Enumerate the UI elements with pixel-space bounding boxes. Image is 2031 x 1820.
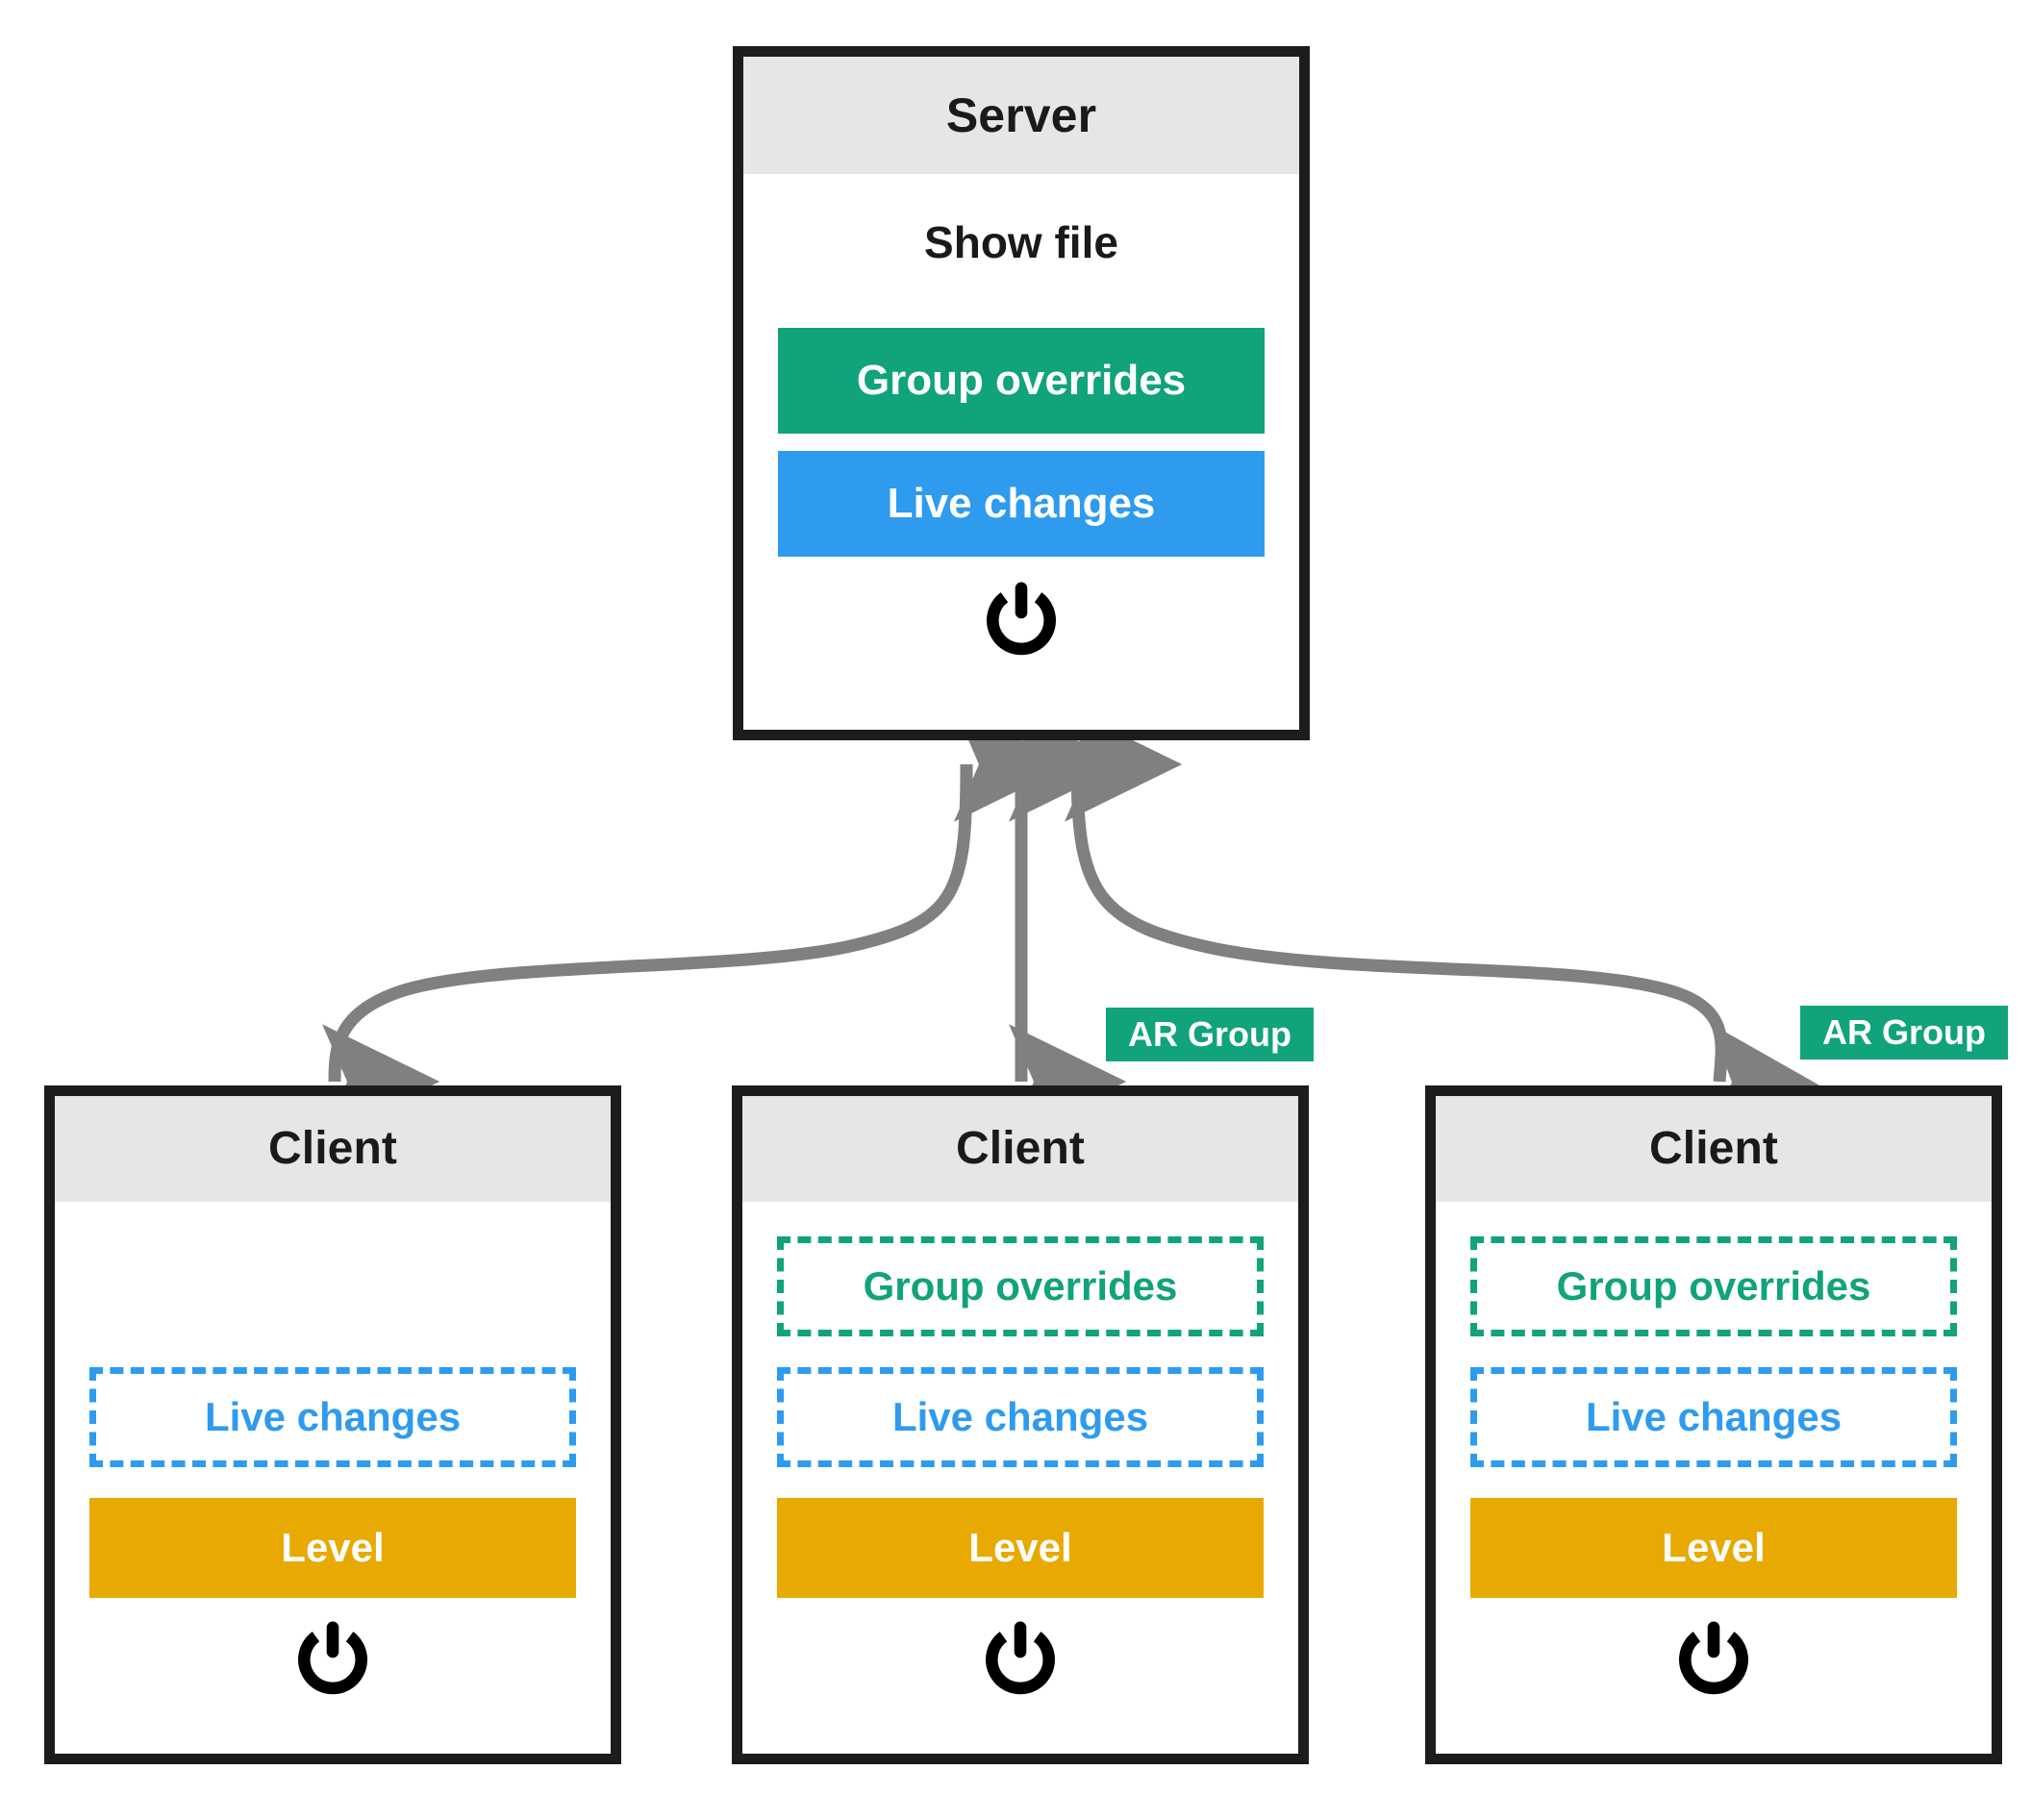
client-3-group-overrides-bar[interactable]: Group overrides bbox=[1470, 1236, 1957, 1336]
power-icon[interactable] bbox=[289, 1617, 376, 1704]
server-show-file-label: Show file bbox=[924, 217, 1118, 267]
client-1-live-changes-bar[interactable]: Live changes bbox=[89, 1367, 576, 1467]
client-node-1-title: Client bbox=[55, 1096, 611, 1202]
client-node-2-title: Client bbox=[742, 1096, 1298, 1202]
client-node-1-body: Live changes Level bbox=[55, 1202, 611, 1754]
client-3-level-bar[interactable]: Level bbox=[1470, 1498, 1957, 1598]
edge-server-client-1 bbox=[321, 707, 1072, 1139]
power-icon[interactable] bbox=[977, 1617, 1064, 1704]
client-2-level-bar[interactable]: Level bbox=[777, 1498, 1264, 1598]
server-node-body: Show file Group overrides Live changes bbox=[743, 174, 1299, 719]
client-2-live-changes-bar[interactable]: Live changes bbox=[777, 1367, 1264, 1467]
server-live-changes-bar[interactable]: Live changes bbox=[778, 451, 1265, 557]
client-node-2[interactable]: Client Group overrides Live changes Leve… bbox=[732, 1085, 1309, 1764]
client-node-3-body: Group overrides Live changes Level bbox=[1436, 1202, 1992, 1754]
power-icon[interactable] bbox=[978, 578, 1065, 664]
client-2-group-overrides-bar[interactable]: Group overrides bbox=[777, 1236, 1264, 1336]
power-icon[interactable] bbox=[1670, 1617, 1757, 1704]
client-node-3-title: Client bbox=[1436, 1096, 1992, 1202]
client-node-2-body: Group overrides Live changes Level bbox=[742, 1202, 1298, 1754]
client-node-1[interactable]: Client Live changes Level bbox=[44, 1085, 621, 1764]
client-3-live-changes-bar[interactable]: Live changes bbox=[1470, 1367, 1957, 1467]
server-node[interactable]: Server Show file Group overrides Live ch… bbox=[733, 46, 1310, 740]
client-node-3[interactable]: Client Group overrides Live changes Leve… bbox=[1425, 1085, 2002, 1764]
ar-group-badge-2: AR Group bbox=[1800, 1006, 2008, 1060]
ar-group-badge-1: AR Group bbox=[1106, 1008, 1314, 1061]
server-node-title: Server bbox=[743, 57, 1299, 174]
client-1-level-bar[interactable]: Level bbox=[89, 1498, 576, 1598]
server-group-overrides-bar[interactable]: Group overrides bbox=[778, 328, 1265, 434]
